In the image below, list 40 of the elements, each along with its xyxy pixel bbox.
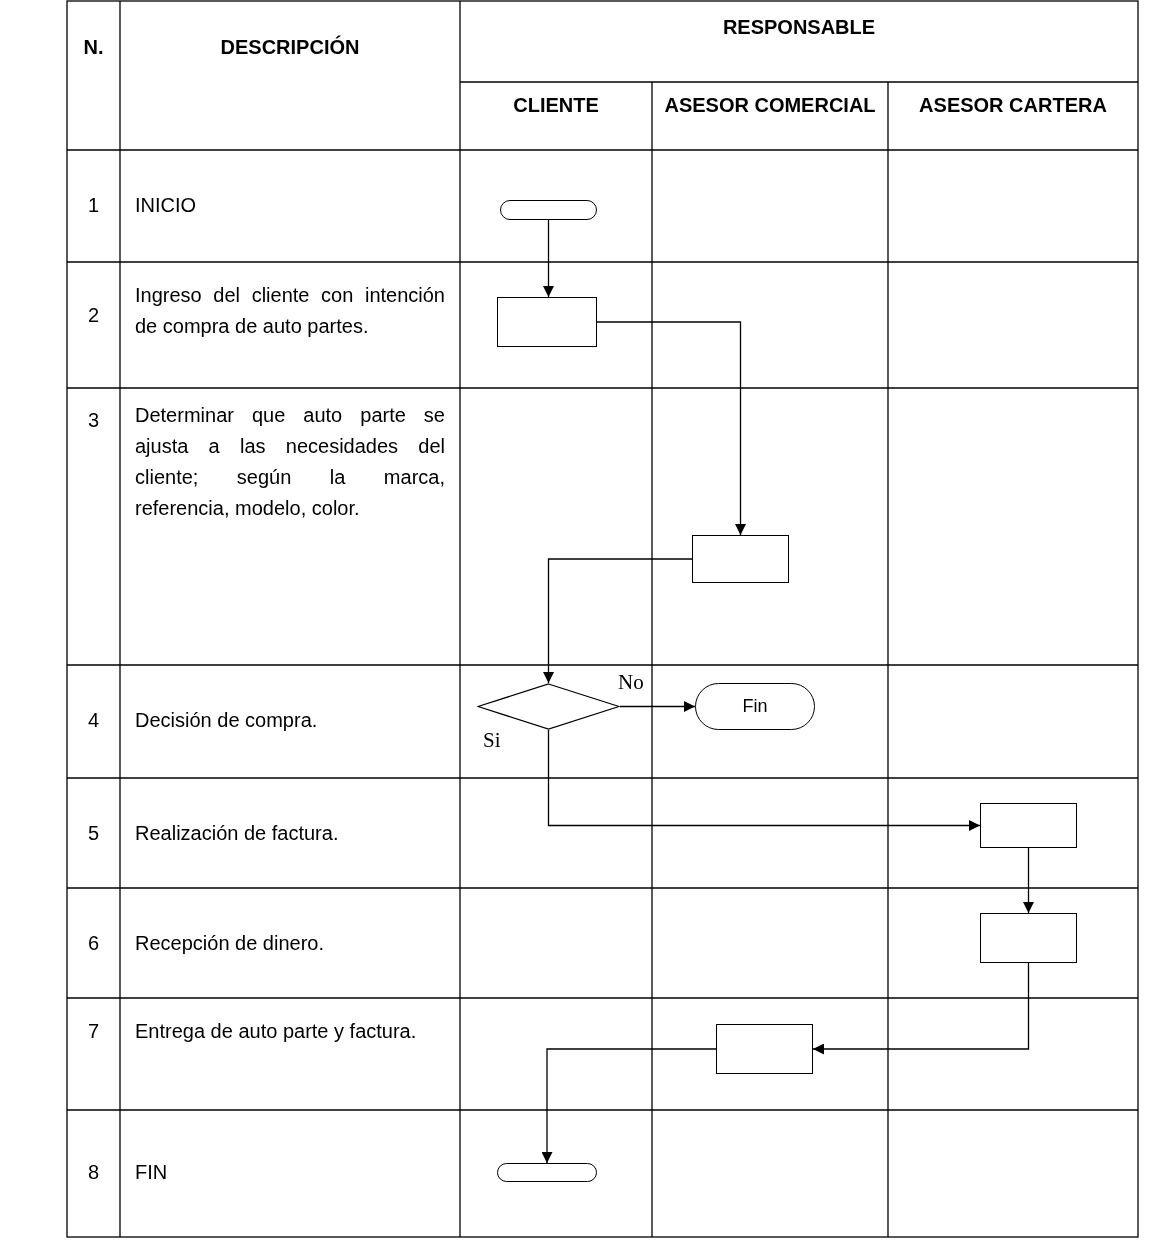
terminator-label: Fin <box>742 696 768 717</box>
step-number: 2 <box>86 303 101 328</box>
arrow <box>619 701 696 712</box>
column-header: ASESOR COMERCIAL <box>663 93 877 117</box>
process-box <box>980 913 1077 963</box>
arrow <box>596 321 746 536</box>
step-number: 6 <box>86 931 101 956</box>
column-header: DESCRIPCIÓN <box>219 35 361 59</box>
step-description: Ingreso del cliente con intención de compra de auto partes. <box>135 283 445 339</box>
step-description: Recepción de dinero. <box>135 931 325 956</box>
step-description: Determinar que auto parte se ajusta a las necesidades del cliente; según la marca, referencia, modelo, color. <box>135 403 445 521</box>
arrow <box>1023 847 1034 914</box>
process-box <box>692 535 789 583</box>
step-description: FIN <box>135 1160 169 1185</box>
step-description: Entrega de auto parte y factura. <box>135 1019 418 1044</box>
arrow <box>812 962 1030 1055</box>
arrow <box>547 729 981 831</box>
column-header: N. <box>82 35 105 59</box>
step-description: Decisión de compra. <box>135 708 319 733</box>
step-number: 4 <box>86 708 101 733</box>
terminator-shape <box>695 683 815 730</box>
terminator-shape <box>500 200 597 220</box>
process-box <box>497 297 597 347</box>
step-number: 7 <box>86 1019 101 1044</box>
arrow <box>543 558 693 684</box>
decision-diamond <box>477 683 620 730</box>
column-header: ASESOR CARTERA <box>918 93 1108 117</box>
step-number: 1 <box>86 193 101 218</box>
process-box <box>980 803 1077 848</box>
column-header: RESPONSABLE <box>721 15 877 39</box>
step-description: Realización de factura. <box>135 821 340 846</box>
step-number: 3 <box>86 408 101 433</box>
step-number: 8 <box>86 1160 101 1185</box>
arrow <box>543 219 554 298</box>
terminator-shape <box>497 1163 597 1182</box>
step-number: 5 <box>86 821 101 846</box>
arrow <box>541 1048 717 1164</box>
column-header: CLIENTE <box>512 93 600 117</box>
process-box <box>716 1024 813 1074</box>
step-description: INICIO <box>135 193 198 218</box>
